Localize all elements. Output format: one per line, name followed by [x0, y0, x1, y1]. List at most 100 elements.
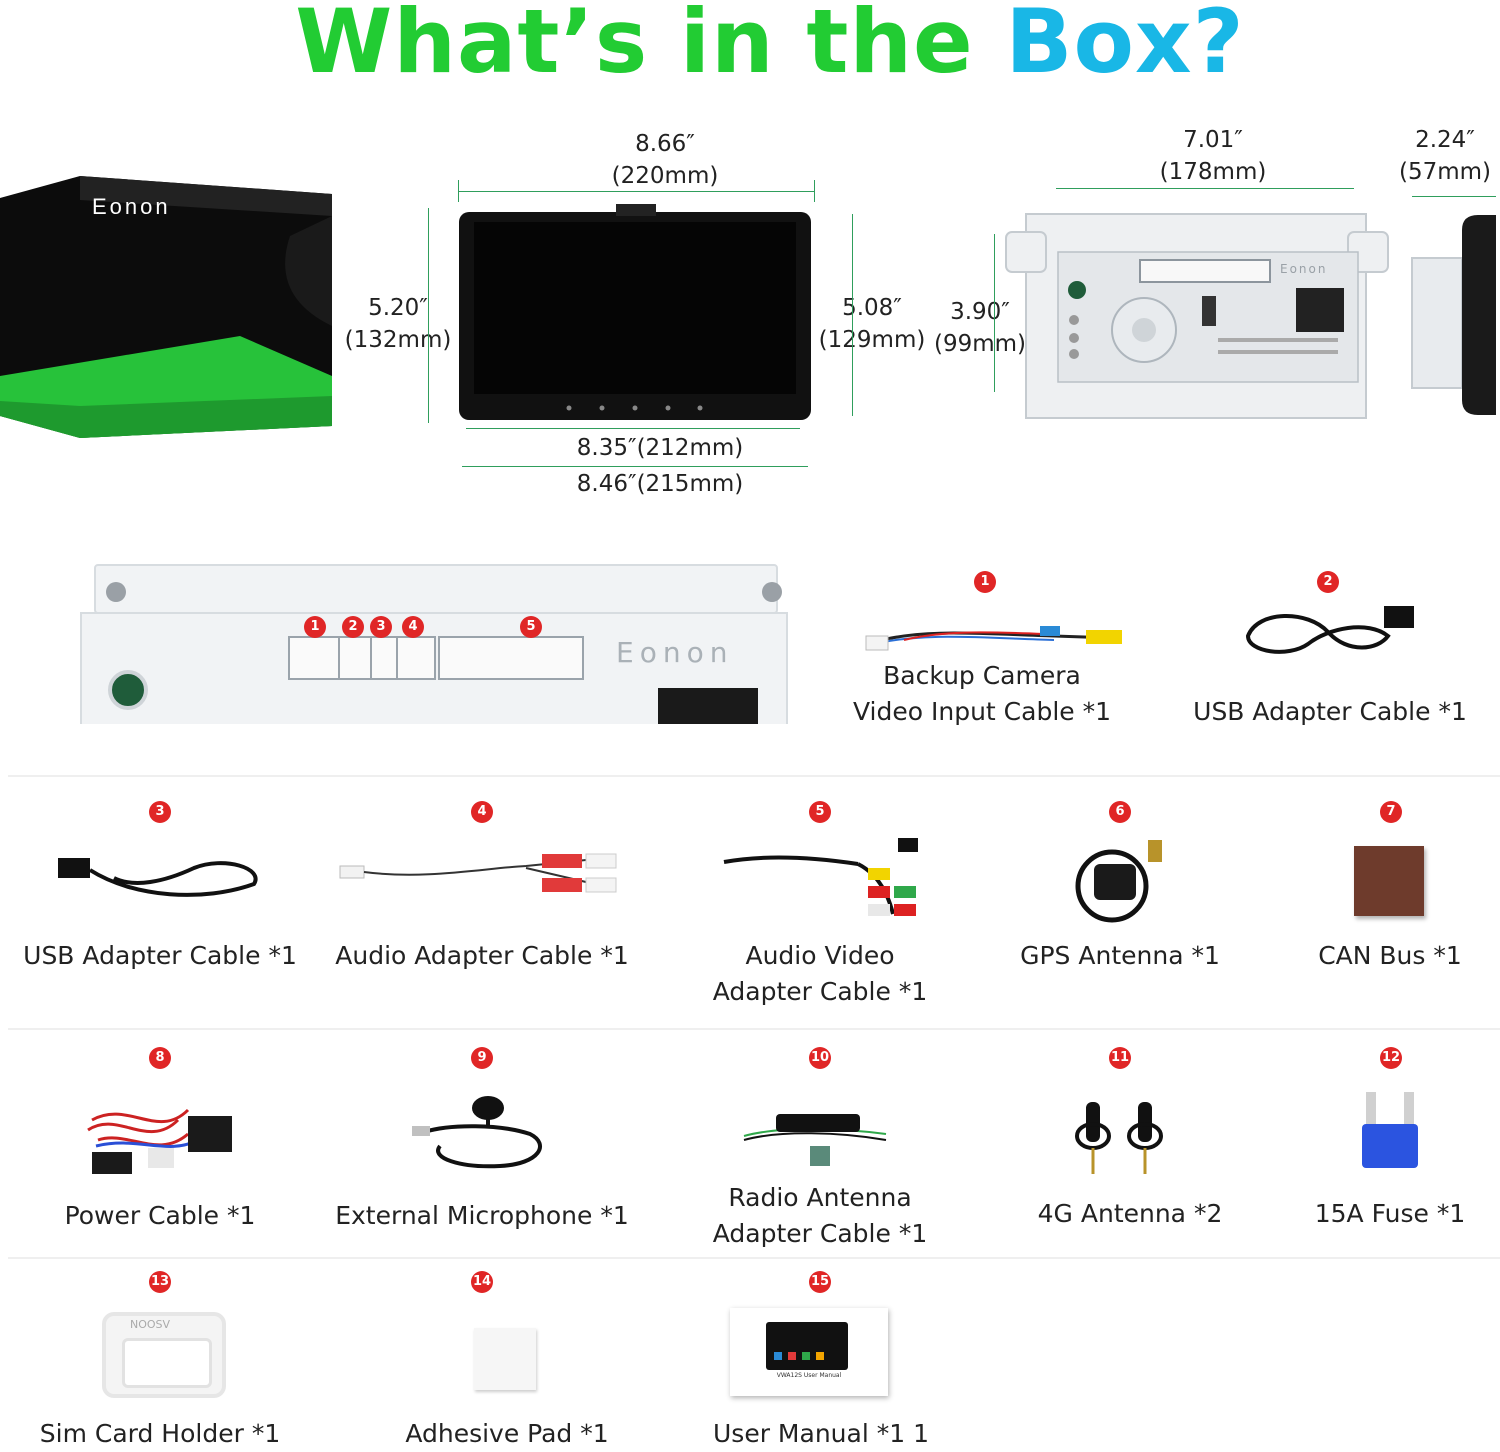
row-divider [8, 775, 1500, 777]
front-height-left-mm: (132mm) [344, 327, 452, 353]
canbus-icon [1354, 846, 1424, 916]
item-number: 4 [471, 801, 493, 823]
sim-slot [122, 1338, 212, 1388]
sim-holder-brand: NOOSV [130, 1318, 171, 1331]
usb-cable-icon [1245, 606, 1414, 654]
dim-line-front-top [458, 191, 814, 192]
row-divider [8, 1257, 1500, 1259]
fuse-icon [1362, 1092, 1418, 1168]
connector-slot-1 [288, 636, 340, 680]
item-label: USB Adapter Cable *1 [1193, 697, 1467, 726]
title-part-2: Box? [1005, 0, 1245, 93]
item-number: 8 [149, 1047, 171, 1069]
radio-antenna-icon [743, 1114, 887, 1166]
item-number: 9 [471, 1047, 493, 1069]
item-label: Adhesive Pad *1 [405, 1419, 609, 1448]
backup-camera-cable-icon [865, 626, 1122, 651]
front-width-bottom2: 8.46″(215mm) [576, 471, 744, 497]
adhesive-pad-icon [474, 1328, 536, 1390]
item-number: 3 [149, 801, 171, 823]
item-number: 2 [1317, 571, 1339, 593]
item-label: Radio Antenna Adapter Cable *1 [670, 1180, 970, 1252]
item-number: 6 [1109, 801, 1131, 823]
port-marker-5: 5 [520, 616, 542, 638]
head-unit-side-image [1408, 210, 1498, 420]
item-number: 15 [809, 1271, 831, 1293]
back-width-inch: 7.01″ [1183, 127, 1243, 153]
front-width-top-mm: (220mm) [611, 163, 719, 189]
front-height-right-inch: 5.08″ [842, 295, 902, 321]
screw-icon [106, 582, 126, 602]
item-number: 10 [809, 1047, 831, 1069]
microphone-icon [412, 1096, 542, 1169]
dim-tick [814, 180, 815, 202]
iso-connector-icon [658, 688, 758, 724]
item-number: 14 [471, 1271, 493, 1293]
dim-line-back-left [994, 234, 995, 392]
sim-holder-icon: NOOSV [102, 1312, 226, 1398]
row-divider [8, 1028, 1500, 1030]
back-height: 3.90″ (99mm) [930, 296, 1030, 360]
usb-cable-icon [58, 858, 258, 897]
head-unit-back-image: Eonon [1004, 208, 1390, 420]
item-number: 12 [1380, 1047, 1402, 1069]
gps-antenna-icon [1075, 840, 1162, 923]
closeup-brand-logo: Eonon [616, 636, 734, 669]
item-label: 15A Fuse *1 [1314, 1199, 1466, 1228]
page-title: What’s in the Box? [0, 0, 1500, 92]
item-label-line: Backup Camera [883, 661, 1081, 690]
front-height-left-inch: 5.20″ [368, 295, 428, 321]
side-depth: 2.24″ (57mm) [1390, 124, 1500, 188]
front-height-right: 5.08″ (129mm) [812, 292, 932, 356]
front-height-left: 5.20″ (132mm) [338, 292, 458, 356]
dim-line-front-bottom1 [466, 428, 800, 429]
back-width: 7.01″ (178mm) [1148, 124, 1278, 188]
connector-slot-4 [396, 636, 436, 680]
product-box-image: Eonon [0, 176, 332, 438]
item-number: 13 [149, 1271, 171, 1293]
item-number: 11 [1109, 1047, 1131, 1069]
front-width-top-inch: 8.66″ [635, 131, 695, 157]
item-label: USB Adapter Cable *1 [23, 941, 297, 970]
screw-icon [762, 582, 782, 602]
item-label-line: Radio Antenna [728, 1183, 912, 1212]
back-width-mm: (178mm) [1159, 159, 1267, 185]
dim-line-front-right [852, 214, 853, 416]
head-unit-front-image [456, 204, 814, 424]
item-label: Audio Video Adapter Cable *1 [670, 938, 970, 1010]
dim-line-side-top [1412, 196, 1496, 197]
back-height-mm: (99mm) [933, 331, 1027, 357]
item-label: GPS Antenna *1 [1020, 941, 1220, 970]
front-height-right-mm: (129mm) [818, 327, 926, 353]
back-height-inch: 3.90″ [950, 299, 1010, 325]
item-label: Audio Adapter Cable *1 [335, 941, 629, 970]
port-marker-3: 3 [370, 616, 392, 638]
connector-slot-3 [370, 636, 398, 680]
connector-slot-5 [438, 636, 584, 680]
item-label: External Microphone *1 [335, 1201, 629, 1230]
dim-line-front-bottom2 [462, 466, 808, 467]
front-width-bottom1: 8.35″(212mm) [576, 435, 744, 461]
av-cable-icon [723, 838, 918, 916]
manual-cover-screen [766, 1322, 848, 1370]
item-label: Power Cable *1 [64, 1201, 256, 1230]
item-number: 7 [1380, 801, 1402, 823]
antenna-port-icon [108, 670, 148, 710]
item-label: 4G Antenna *2 [1037, 1199, 1223, 1228]
connector-slot-2 [338, 636, 372, 680]
item-label-line: Audio Video [745, 941, 895, 970]
box-brand-logo: Eonon [92, 194, 171, 219]
item-number: 1 [974, 571, 996, 593]
port-marker-1: 1 [304, 616, 326, 638]
dim-line-front-left [428, 208, 429, 423]
4g-antenna-icon [1075, 1102, 1163, 1174]
front-width-top: 8.66″ (220mm) [600, 128, 730, 192]
item-label-line: Adapter Cable *1 [712, 977, 928, 1006]
port-marker-4: 4 [402, 616, 424, 638]
port-marker-2: 2 [342, 616, 364, 638]
back-brand-logo: Eonon [1280, 262, 1328, 276]
dim-tick [458, 180, 459, 202]
item-label: CAN Bus *1 [1318, 941, 1462, 970]
manual-caption: VWA12S User Manual [776, 1372, 842, 1379]
item-label: Backup Camera Video Input Cable *1 [832, 658, 1132, 730]
